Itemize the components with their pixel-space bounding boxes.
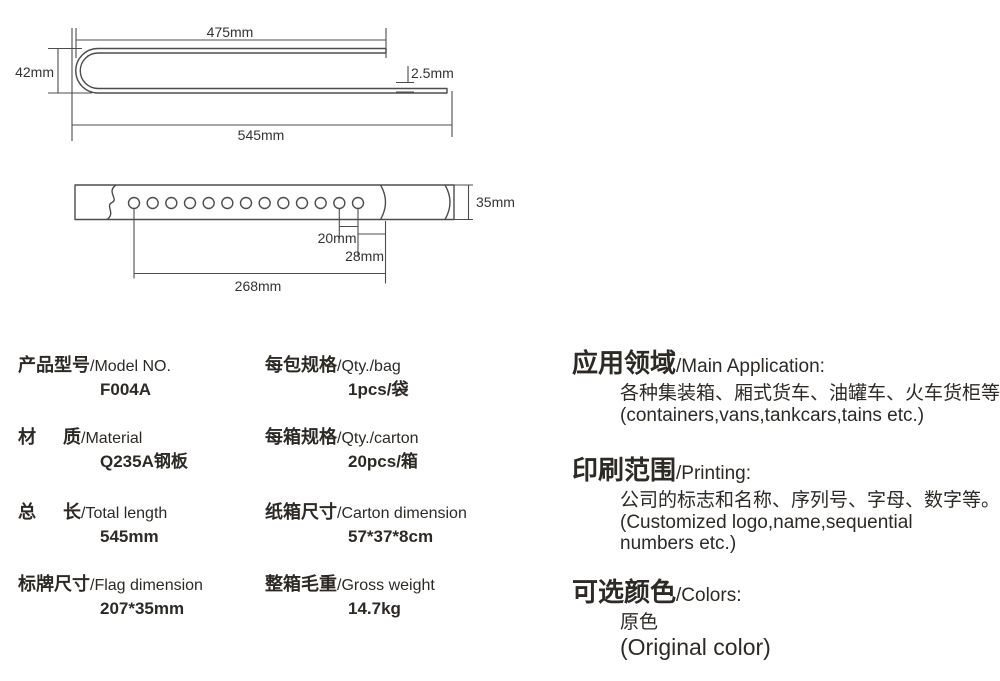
side-view-drawing: 475mm 42mm 2.5mm 545mm <box>15 24 454 143</box>
dim-top-length: 475mm <box>207 24 254 40</box>
spec-qty-bag-value: 1pcs/袋 <box>348 380 409 399</box>
spec-gross-weight-label-cn: 整箱毛重 <box>265 574 337 594</box>
spec-material-value: Q235A钢板 <box>100 452 188 471</box>
section-main-application-header: 应用领域/Main Application: <box>572 348 1000 383</box>
spec-qty-carton-label-cn: 每箱规格 <box>265 427 337 447</box>
spec-flag-dimension: 标牌尺寸/Flag dimension 207*35mm <box>18 571 203 619</box>
spec-carton-dimension-label: 纸箱尺寸/Carton dimension <box>265 499 467 527</box>
spec-gross-weight-label-en: /Gross weight <box>337 577 435 594</box>
spec-total-length-label-en: /Total length <box>81 505 168 522</box>
top-view-drawing: 35mm 20mm 28mm 268mm <box>74 184 515 294</box>
spec-qty-bag-label-en: /Qty./bag <box>337 358 401 375</box>
section-printing-body: 公司的标志和名称、序列号、字母、数字等。 (Customized logo,na… <box>620 490 1000 555</box>
colors-line-cn: 原色 <box>620 612 659 633</box>
section-printing: 印刷范围/Printing: 公司的标志和名称、序列号、字母、数字等。 (Cus… <box>572 455 1000 555</box>
colors-line-en: (Original color) <box>620 633 771 660</box>
spec-model-label-en: /Model NO. <box>90 358 171 375</box>
spec-total-length-value: 545mm <box>100 527 159 546</box>
spec-carton-dimension-label-cn: 纸箱尺寸 <box>265 502 337 522</box>
section-printing-title-cn: 印刷范围 <box>572 455 677 485</box>
spec-material-label: 材 质/Material <box>18 424 188 452</box>
flag-top-outline <box>74 184 455 221</box>
spec-qty-bag: 每包规格/Qty./bag 1pcs/袋 <box>265 352 408 400</box>
dim-hole-span: 268mm <box>235 278 282 294</box>
section-printing-header: 印刷范围/Printing: <box>572 455 1000 490</box>
spec-carton-dimension-label-en: /Carton dimension <box>337 505 467 522</box>
technical-drawing: 475mm 42mm 2.5mm 545mm 35mm <box>15 24 515 294</box>
section-colors-title-cn: 可选颜色 <box>572 577 677 607</box>
spec-model: 产品型号/Model NO. F004A <box>18 352 171 400</box>
spec-flag-dimension-label-en: /Flag dimension <box>90 577 203 594</box>
spec-qty-carton-label-en: /Qty./carton <box>337 430 419 447</box>
spec-total-length-label: 总 长/Total length <box>18 499 167 527</box>
dim-total-length: 545mm <box>238 127 285 143</box>
flag-holes <box>127 196 365 210</box>
spec-total-length-label-cn: 总 长 <box>18 502 81 522</box>
spec-qty-carton-label: 每箱规格/Qty./carton <box>265 424 419 452</box>
section-colors-body: 原色 (Original color) <box>620 612 771 661</box>
section-main-application-title-en: /Main Application: <box>676 356 825 377</box>
spec-gross-weight-value: 14.7kg <box>348 599 401 618</box>
spec-gross-weight: 整箱毛重/Gross weight 14.7kg <box>265 571 435 619</box>
dim-hole-pitch: 20mm <box>318 230 357 246</box>
spec-model-value: F004A <box>100 380 152 399</box>
section-main-application-title-cn: 应用领域 <box>572 348 677 378</box>
section-main-application-body: 各种集装箱、厢式货车、油罐车、火车货柜等 (containers,vans,ta… <box>620 383 1000 426</box>
dim-end-offset: 28mm <box>345 248 384 264</box>
section-printing-title-en: /Printing: <box>676 463 751 484</box>
spec-qty-carton: 每箱规格/Qty./carton 20pcs/箱 <box>265 424 419 472</box>
spec-carton-dimension: 纸箱尺寸/Carton dimension 57*37*8cm <box>265 499 467 547</box>
dim-thickness: 2.5mm <box>411 65 454 81</box>
dim-height: 42mm <box>15 64 54 80</box>
spec-flag-dimension-value: 207*35mm <box>100 599 185 618</box>
spec-material-label-en: /Material <box>81 430 143 447</box>
spec-model-label: 产品型号/Model NO. <box>18 352 171 380</box>
spec-total-length: 总 长/Total length 545mm <box>18 499 167 547</box>
spec-material-label-cn: 材 质 <box>18 427 81 447</box>
spec-qty-bag-label-cn: 每包规格 <box>265 355 337 375</box>
spec-qty-carton-value: 20pcs/箱 <box>348 452 418 471</box>
spec-carton-dimension-value: 57*37*8cm <box>348 527 434 546</box>
section-main-application: 应用领域/Main Application: 各种集装箱、厢式货车、油罐车、火车… <box>572 348 1000 426</box>
application-line-en: (containers,vans,tankcars,tains etc.) <box>620 404 925 426</box>
section-colors-title-en: /Colors: <box>676 585 742 606</box>
printing-line-en-1: (Customized logo,name,sequential <box>620 511 913 533</box>
spec-qty-bag-label: 每包规格/Qty./bag <box>265 352 408 380</box>
application-line-cn: 各种集装箱、厢式货车、油罐车、火车货柜等 <box>620 383 1000 404</box>
spec-flag-dimension-label-cn: 标牌尺寸 <box>18 574 90 594</box>
printing-line-en-2: numbers etc.) <box>620 533 737 554</box>
flag-side-profile <box>75 47 448 94</box>
spec-flag-dimension-label: 标牌尺寸/Flag dimension <box>18 571 203 599</box>
spec-gross-weight-label: 整箱毛重/Gross weight <box>265 571 435 599</box>
printing-line-cn: 公司的标志和名称、序列号、字母、数字等。 <box>620 490 1000 511</box>
section-colors: 可选颜色/Colors: 原色 (Original color) <box>572 577 771 661</box>
spec-model-label-cn: 产品型号 <box>18 355 90 375</box>
dim-width: 35mm <box>476 194 515 210</box>
section-colors-header: 可选颜色/Colors: <box>572 577 771 612</box>
spec-material: 材 质/Material Q235A钢板 <box>18 424 188 472</box>
